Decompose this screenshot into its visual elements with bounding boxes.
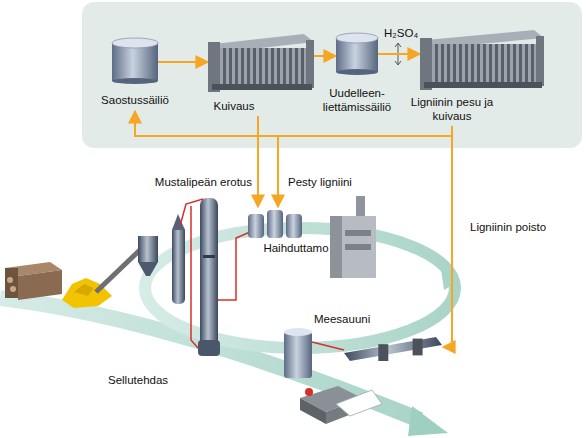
evaporator: Haihduttamo [248,208,302,258]
node-label: Ligniinin pesu ja kuivaus [410,96,494,124]
node-label: Meesauuni [314,313,394,327]
storage-tank: Uudelleen- liettämissäiliö [336,33,378,117]
storage-tank: Saostussäiliö [112,38,158,110]
node-label: Uudelleen- liettämissäiliö [309,87,405,115]
part-label: Sellutehdas [108,374,168,388]
flow-arrow [278,126,452,207]
recovery-boiler [330,196,376,278]
storage-tank-drawing [112,38,158,84]
chip-conveyor [96,248,142,292]
lime-kiln-drawing [344,333,442,361]
flow-arrow [378,53,420,55]
node-label: Haihduttamo [251,242,341,256]
node-label: Saostussäiliö [87,94,183,108]
digester [198,198,220,356]
node-label: Kuivaus [186,100,282,114]
wood-storage [5,262,62,300]
filter-press-drawing [208,34,314,92]
filter-press-drawing [420,30,544,90]
part-label: Mustalipeän erotus [128,176,252,190]
flow-arrow [257,116,259,207]
flow-arrow [314,55,336,57]
flow-arrow [135,111,452,136]
evaporator-drawing [248,208,302,238]
flow-arrow [443,126,452,347]
filter-press: Kuivaus [208,34,314,116]
lime-kiln: Meesauuni [344,333,442,361]
filter-press: Ligniinin pesu ja kuivaus [420,30,544,126]
pulp-dryer [300,386,382,424]
flow-label: Ligniinin poisto [470,221,546,235]
storage-tank-drawing [336,33,378,75]
process-panel [82,2,582,148]
part-label: Pesty ligniini [288,176,352,190]
chip-bin [138,236,158,276]
causticizing-tank [284,328,312,378]
impregnation-vessel [172,214,185,304]
part-label: H₂SO₄ [384,27,418,41]
flow-arrow [158,61,208,63]
